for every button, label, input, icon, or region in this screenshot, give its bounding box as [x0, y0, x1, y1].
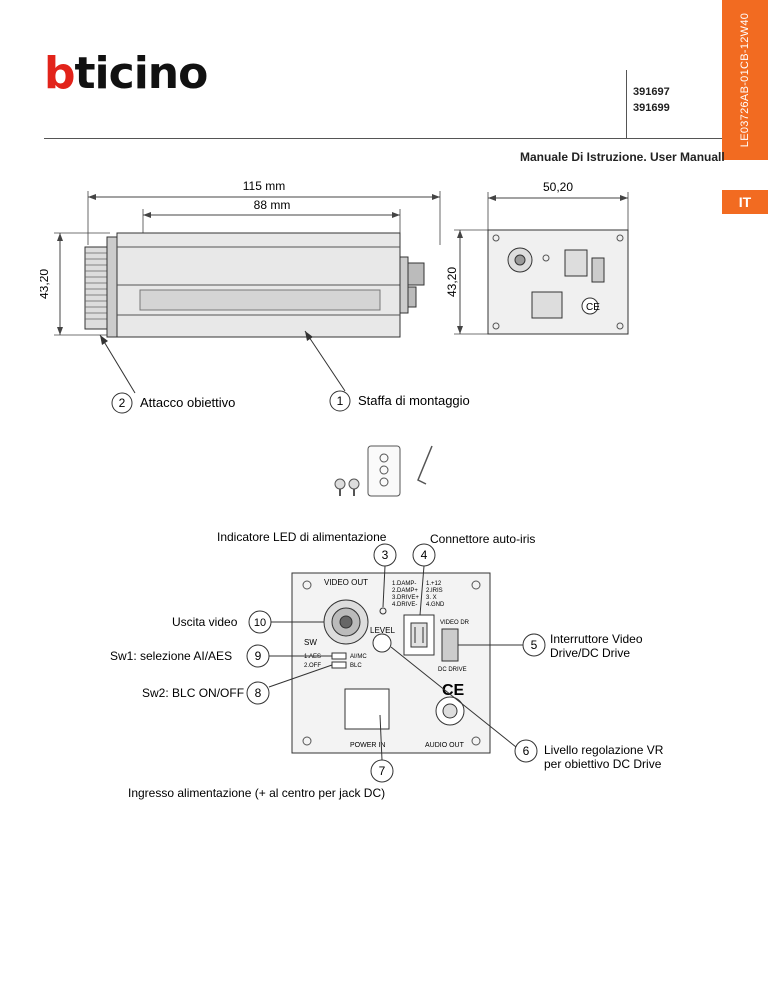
callout-label-mounting-bracket: Staffa di montaggio [358, 393, 470, 408]
dim-total-length: 115 mm [243, 179, 285, 193]
document-code: LE03726AB-01CB-12W40 [739, 12, 751, 148]
panel-dc-drive: DC DRIVE [438, 667, 467, 673]
pin-right-3: 3. X [426, 595, 437, 601]
callout-number-1: 1 [337, 394, 344, 408]
ce-mark: CE [442, 682, 465, 699]
callout-number-6: 6 [523, 744, 530, 758]
panel-sw-opt1: AI/MC [350, 654, 367, 660]
callout-number-9: 9 [255, 649, 262, 663]
pin-left-3: 3.DRIVE+ [392, 595, 419, 601]
dim-height-rear: 43,20 [445, 267, 459, 297]
camera-rear-view: 50,20 43,20 CE [445, 180, 629, 335]
pin-right-1: 1.+12 [426, 581, 442, 587]
panel-level: LEVEL [370, 626, 395, 635]
product-codes: 391697 391699 [633, 84, 670, 116]
panel-video-dr: VIDEO DR [440, 620, 470, 626]
dim-height-side: 43,20 [40, 269, 51, 299]
callout-label-sw2: Sw2: BLC ON/OFF [142, 686, 244, 700]
language-badge: IT [722, 190, 768, 214]
callout-number-5: 5 [531, 638, 538, 652]
rear-panel-diagram: VIDEO OUT LEVEL SW 1.AES 2.OFF AI/MC BLC… [110, 530, 664, 800]
product-code: 391699 [633, 102, 670, 114]
pin-right-2: 2.IRIS [426, 588, 443, 594]
header-divider [44, 138, 722, 139]
panel-power-in: POWER IN [350, 742, 385, 749]
callout-number-7: 7 [379, 764, 386, 778]
document-code-tab: LE03726AB-01CB-12W40 [722, 0, 768, 160]
callout-label-video-drive-2: Drive/DC Drive [550, 646, 630, 660]
callout-number-3: 3 [382, 548, 389, 562]
panel-audio-out: AUDIO OUT [425, 742, 465, 749]
accessories [334, 445, 433, 497]
dim-body-length: 88 mm [254, 198, 291, 212]
panel-sw: SW [304, 638, 317, 647]
camera-side-view: 115 mm 88 mm 43,20 2 Attacco obiettivo 1… [40, 179, 470, 414]
panel-video-out: VIDEO OUT [324, 578, 368, 587]
callout-label-level-1: Livello regolazione VR [544, 743, 664, 757]
callout-label-video-out: Uscita video [172, 615, 238, 629]
pin-right-4: 4.GND [426, 602, 445, 608]
pin-left-4: 4.DRIVE- [392, 602, 417, 608]
product-code: 391697 [633, 86, 670, 98]
callout-number-2: 2 [119, 396, 126, 410]
pin-left-1: 1.DAMP- [392, 581, 416, 587]
callout-label-power-input: Ingresso alimentazione (+ al centro per … [128, 786, 385, 800]
panel-sw-opt2: BLC [350, 663, 362, 669]
callout-label-led: Indicatore LED di alimentazione [217, 530, 387, 544]
pin-left-2: 2.DAMP+ [392, 588, 418, 594]
dim-width-rear: 50,20 [543, 180, 573, 194]
callout-number-8: 8 [255, 686, 262, 700]
ce-mark-small: CE [586, 302, 600, 313]
callout-number-10: 10 [254, 617, 266, 629]
callout-label-video-drive-1: Interruttore Video [550, 632, 643, 646]
callout-label-lens-mount: Attacco obiettivo [140, 395, 235, 410]
panel-sw-line2: 2.OFF [304, 663, 321, 669]
callout-label-sw1: Sw1: selezione AI/AES [110, 649, 232, 663]
panel-sw-line1: 1.AES [304, 654, 321, 660]
header-divider-vertical [626, 70, 627, 138]
brand-logo: bticino [44, 52, 208, 96]
callout-number-4: 4 [421, 548, 428, 562]
brand-name: bticino [44, 48, 208, 99]
manual-title: Manuale Di Istruzione. User Manuall [520, 150, 725, 164]
callout-label-level-2: per obiettivo DC Drive [544, 757, 662, 771]
callout-label-auto-iris: Connettore auto-iris [430, 532, 535, 546]
